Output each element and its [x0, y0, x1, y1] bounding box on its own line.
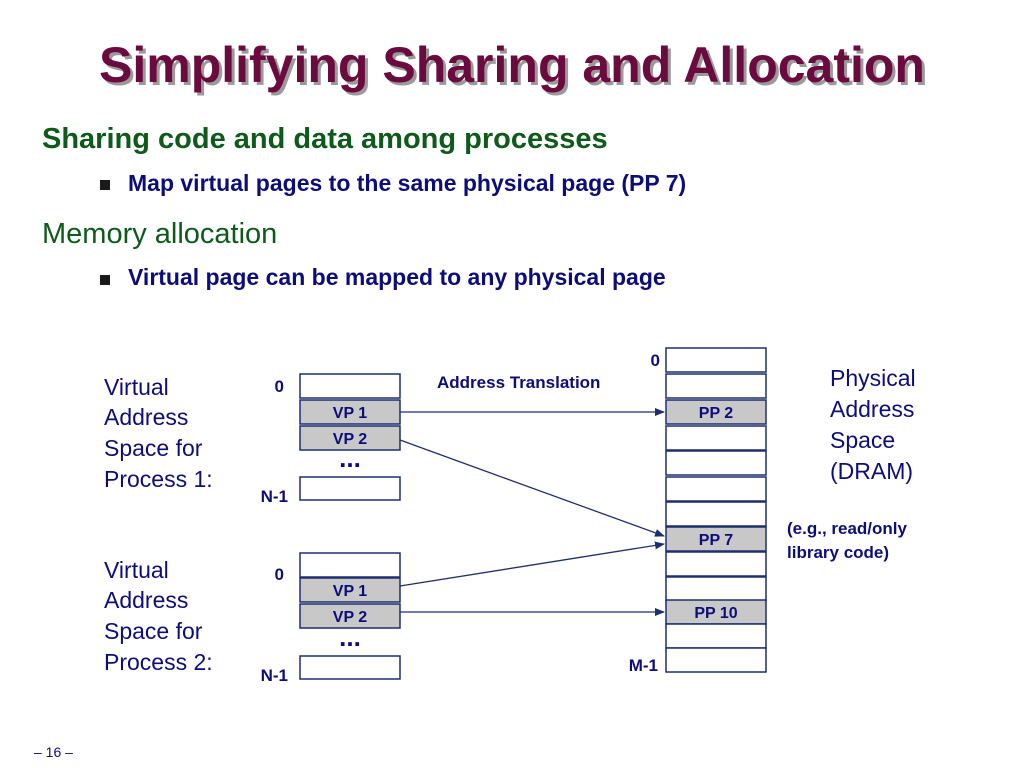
pas-frame — [665, 450, 767, 476]
pas-label-line2: Address — [830, 396, 914, 422]
bullet-map-virtual-pages: Map virtual pages to the same physical p… — [128, 170, 687, 196]
pas-frame — [665, 576, 767, 602]
pas-top-index: 0 — [651, 351, 660, 370]
pas-pp2 — [665, 399, 767, 425]
pas-label-line1: Physical — [830, 365, 916, 391]
section-heading-allocation: Memory allocation — [42, 218, 278, 250]
pas-pp2-label: PP 2 — [699, 405, 734, 422]
arrow-p2-vp1-to-pp7 — [399, 541, 665, 587]
vas1-top-index: 0 — [275, 377, 284, 396]
vas1-page-0 — [299, 373, 401, 399]
vas2-label-line1: Virtual — [104, 557, 169, 583]
vas2-vp1-label: VP 1 — [333, 583, 368, 600]
vas2-vp2-label: VP 2 — [333, 609, 368, 626]
vas1-label-line3: Space for — [104, 435, 203, 461]
vas1-label-line1: Virtual — [104, 374, 169, 400]
bullet-square-icon — [100, 275, 110, 285]
vas2-label-line2: Address — [104, 587, 188, 613]
vas2-label-line4: Process 2: — [104, 649, 213, 675]
vas2-vp2 — [299, 603, 401, 629]
vas2-bottom-index: N-1 — [261, 666, 288, 685]
vas2-top-index: 0 — [275, 565, 284, 584]
vas1-label-line2: Address — [104, 404, 188, 430]
pas-pp10-label: PP 10 — [694, 605, 737, 622]
vas1-page-n-1 — [299, 476, 401, 501]
bullet-virtual-page-mapping: Virtual page can be mapped to any physic… — [128, 264, 666, 290]
vas1-vp2 — [299, 425, 401, 451]
vas2-page-0 — [299, 552, 401, 578]
pas-frame — [665, 425, 767, 451]
shared-note-line1: (e.g., read/only — [787, 519, 908, 538]
section-heading-sharing: Sharing code and data among processes — [42, 123, 608, 155]
pas-frame — [665, 476, 767, 502]
vas2-label-line3: Space for — [104, 618, 203, 644]
vas1-vp1-label: VP 1 — [333, 405, 368, 422]
pas-frame — [665, 373, 767, 399]
vas1-vp2-label: VP 2 — [333, 431, 368, 448]
vas1-bottom-index: N-1 — [261, 487, 288, 506]
vas2-vp1 — [299, 577, 401, 603]
slide-number: – 16 – — [34, 744, 73, 760]
vas2-page-n-1 — [299, 655, 401, 680]
pas-label-line4: (DRAM) — [830, 458, 913, 484]
pas-pp7 — [665, 526, 767, 552]
vas2-ellipsis: ... — [339, 622, 361, 652]
arrow-p1-vp2-to-pp7 — [399, 439, 665, 537]
vas1-label-line4: Process 1: — [104, 466, 213, 492]
pas-frame — [665, 347, 767, 373]
pas-frame — [665, 647, 767, 673]
pas-frame — [665, 501, 767, 527]
bullet-square-icon — [100, 180, 110, 190]
shared-note-line2: library code) — [787, 543, 889, 562]
pas-pp7-label: PP 7 — [699, 532, 734, 549]
pas-bottom-index: M-1 — [629, 656, 658, 675]
pas-frame — [665, 551, 767, 577]
vas1-vp1 — [299, 399, 401, 425]
pas-frame — [665, 623, 767, 649]
slide-title: Simplifying Sharing and Allocation — [99, 37, 925, 93]
pas-pp10 — [665, 599, 767, 625]
pas-label-line3: Space — [830, 427, 895, 453]
address-translation-label: Address Translation — [437, 373, 600, 392]
